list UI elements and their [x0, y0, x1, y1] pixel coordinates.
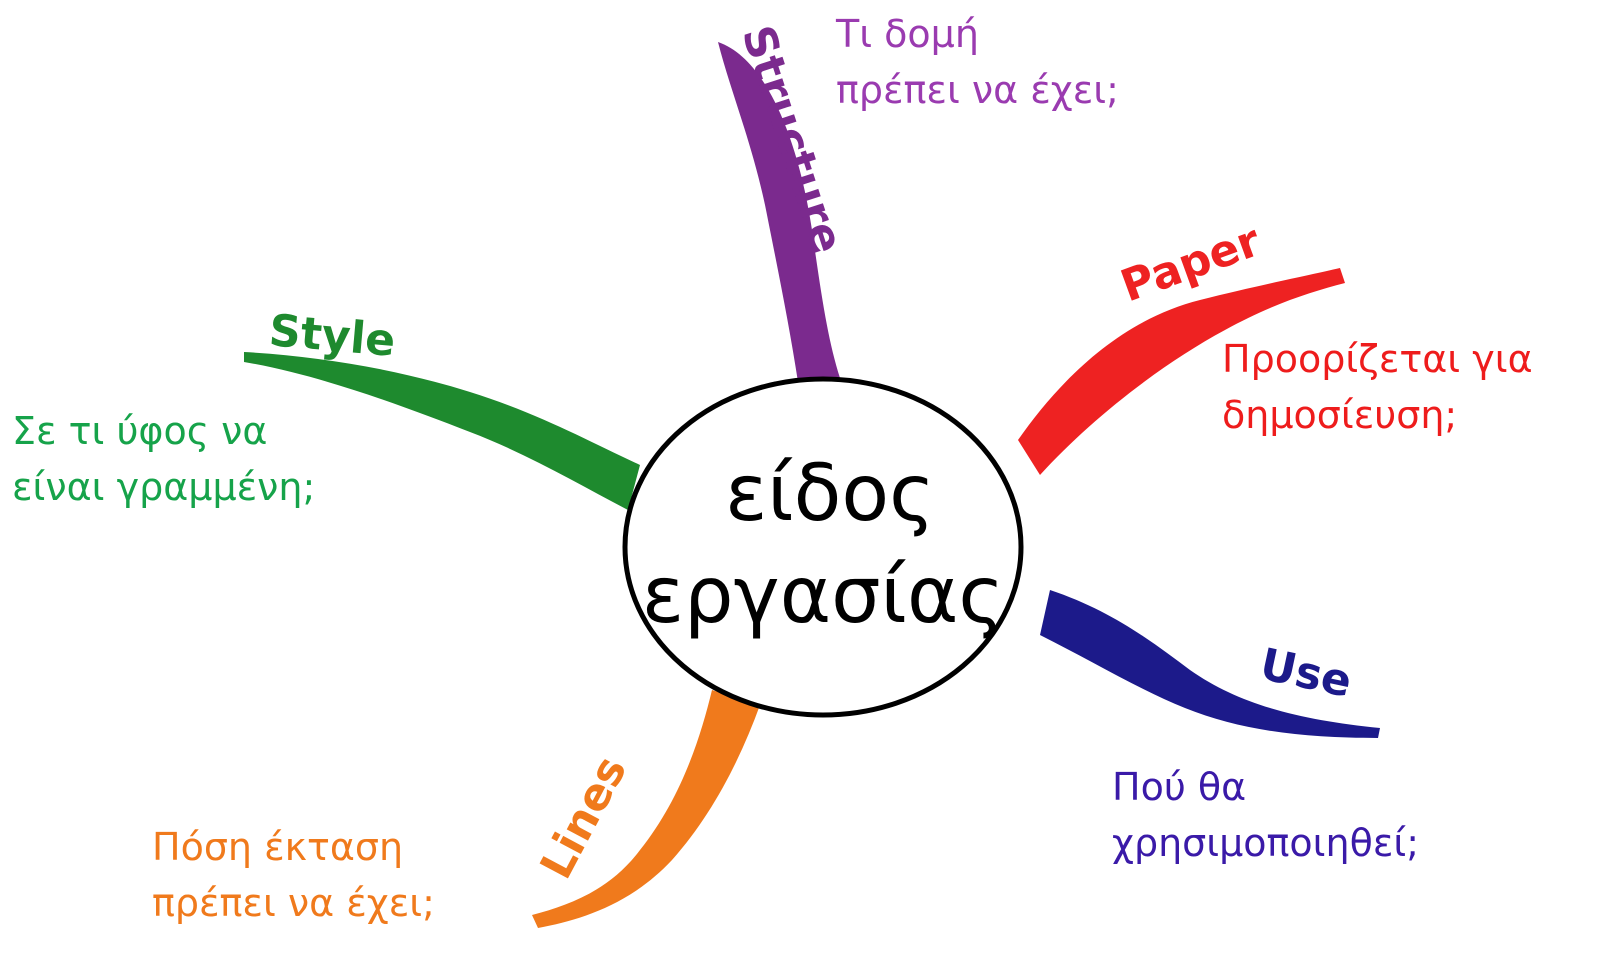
question-paper: Προορίζεται για δημοσίευση; [1222, 331, 1533, 443]
svg-text:Style: Style [267, 305, 397, 367]
branch-style [244, 352, 640, 510]
branch-paper [1018, 268, 1345, 475]
question-paper-line2: δημοσίευση; [1222, 393, 1458, 437]
svg-text:Use: Use [1256, 639, 1356, 708]
question-style: Σε τι ύφος να είναι γραμμένη; [12, 403, 315, 515]
branch-lines [532, 690, 760, 928]
center-text-line1: είδος [725, 449, 935, 539]
center-text-line2: εργασίας [642, 551, 1004, 641]
branch-use [1040, 590, 1380, 738]
center-node [622, 376, 1024, 718]
question-lines: Πόση έκταση πρέπει να έχει; [152, 819, 435, 931]
question-lines-line1: Πόση έκταση [152, 825, 404, 869]
question-use-line2: χρησιμοποιηθεί; [1112, 821, 1420, 865]
branch-structure [718, 42, 840, 382]
question-use-line1: Πού θα [1112, 765, 1247, 809]
branch-label-use: Use [1256, 639, 1356, 708]
question-paper-line1: Προορίζεται για [1222, 337, 1533, 381]
question-style-line2: είναι γραμμένη; [12, 465, 316, 509]
question-structure-line1: Τι δομή [836, 12, 979, 56]
question-style-line1: Σε τι ύφος να [12, 409, 268, 453]
question-structure-line2: πρέπει να έχει; [836, 68, 1119, 112]
question-lines-line2: πρέπει να έχει; [152, 881, 435, 925]
branch-label-style: Style [267, 305, 397, 367]
svg-text:Lines: Lines [531, 748, 637, 887]
question-structure: Τι δομή πρέπει να έχει; [836, 6, 1119, 118]
question-use: Πού θα χρησιμοποιηθεί; [1112, 759, 1419, 871]
branch-label-lines: Lines [531, 748, 637, 887]
